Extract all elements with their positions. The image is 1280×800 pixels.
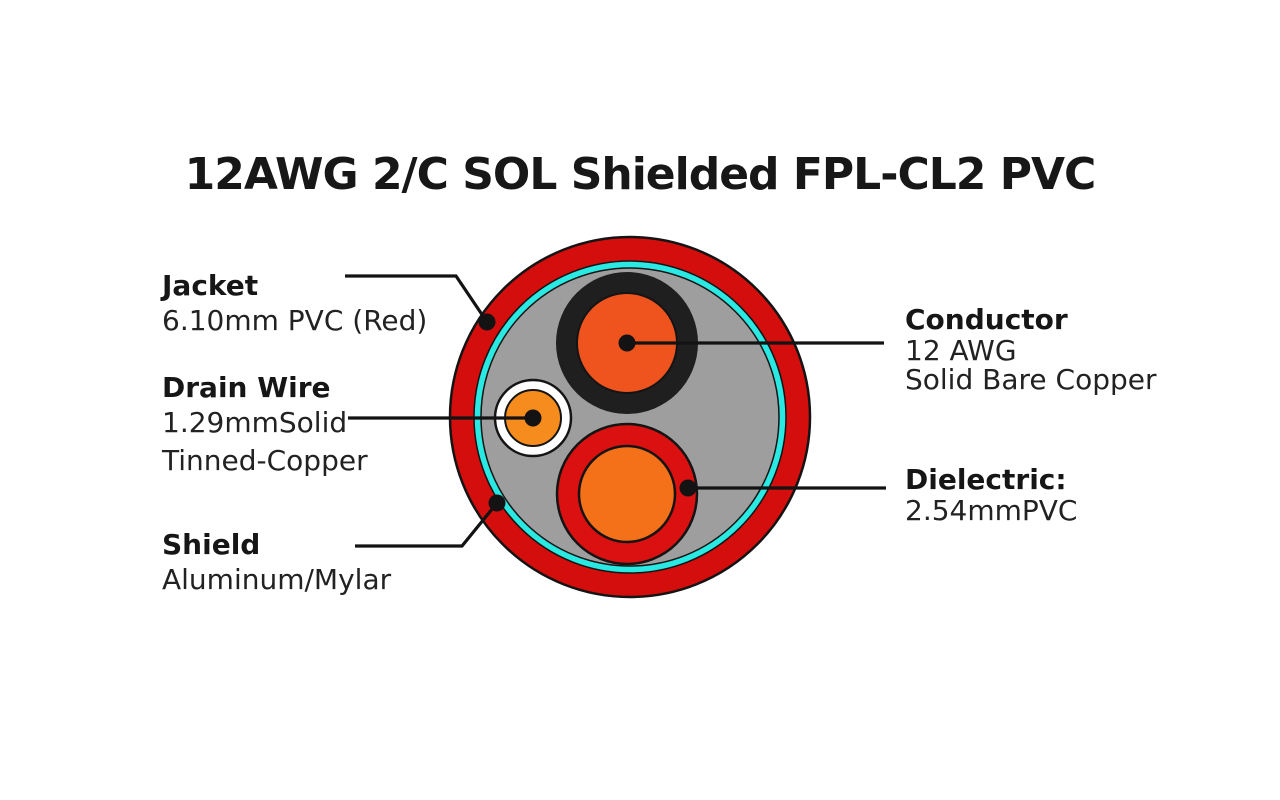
conductor-marker-dot <box>618 334 636 352</box>
drain-wire-label-detail-2: Tinned-Copper <box>162 444 368 477</box>
jacket-label-title: Jacket <box>162 269 259 302</box>
shield-leader-line <box>355 501 499 548</box>
shield-label: Shield Aluminum/Mylar <box>162 529 391 599</box>
dielectric-label: Dielectric: 2.54mmPVC <box>905 463 1078 527</box>
dielectric-label-title: Dielectric: <box>905 463 1067 496</box>
drain-wire-label: Drain Wire 1.29mmSolid Tinned-Copper <box>162 372 368 480</box>
jacket-marker-dot <box>478 313 496 331</box>
conductor-label-detail-1: 12 AWG <box>905 334 1017 367</box>
dielectric-marker-dot <box>679 479 697 497</box>
jacket-leader-line <box>345 274 489 323</box>
dielectric-core <box>577 444 677 544</box>
jacket-label-detail: 6.10mm PVC (Red) <box>162 304 428 337</box>
shield-label-title: Shield <box>162 528 261 561</box>
drain-wire-label-title: Drain Wire <box>162 371 331 404</box>
shield-label-detail: Aluminum/Mylar <box>162 563 392 596</box>
jacket-label: Jacket 6.10mm PVC (Red) <box>162 270 427 340</box>
conductor-label: Conductor 12 AWG Solid Bare Copper <box>905 303 1157 396</box>
diagram-title: 12AWG 2/C SOL Shielded FPL-CL2 PVC <box>184 149 1097 200</box>
drain-wire-marker-dot <box>524 409 542 427</box>
shield-marker-dot <box>488 494 506 512</box>
drain-wire-label-detail-1: 1.29mmSolid <box>162 406 348 439</box>
conductor-label-title: Conductor <box>905 303 1068 336</box>
conductor-label-detail-2: Solid Bare Copper <box>905 363 1157 396</box>
dielectric-label-detail: 2.54mmPVC <box>905 494 1078 527</box>
